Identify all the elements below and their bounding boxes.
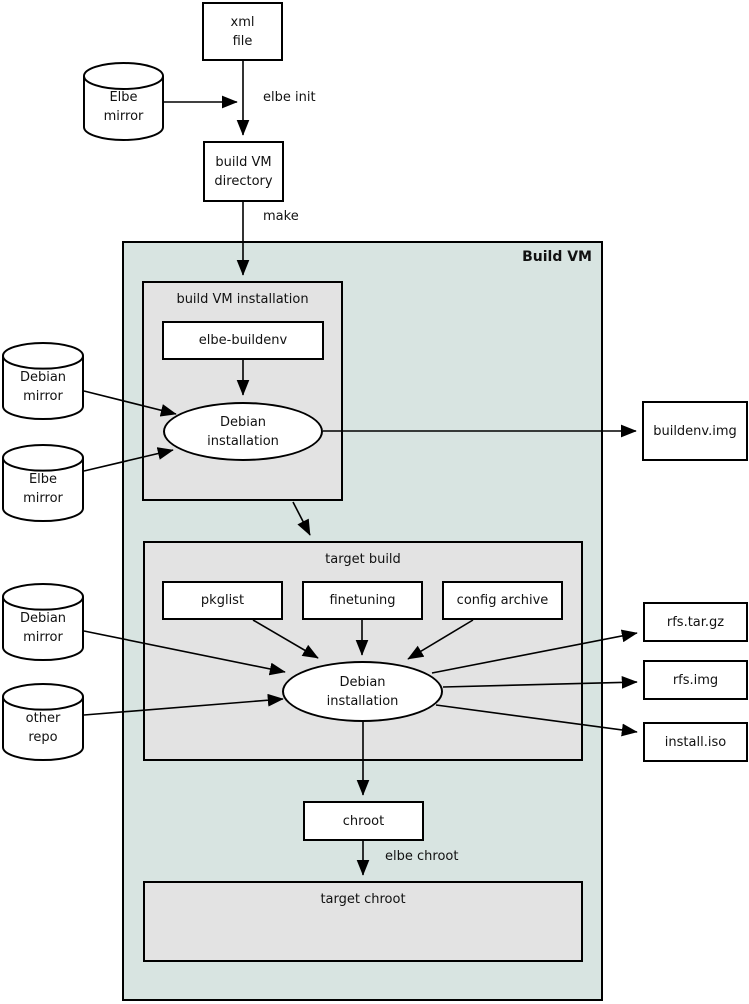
elbe-mirror-left-node: Elbe mirror bbox=[2, 443, 84, 524]
xml-file-node: xml file bbox=[202, 2, 283, 61]
build-vm-installation-title: build VM installation bbox=[176, 292, 309, 307]
debian-mirror-lower-node: Debian mirror bbox=[2, 582, 84, 663]
build-vm-directory-node: build VM directory bbox=[203, 141, 284, 202]
build-vm-installation-section: build VM installation bbox=[142, 281, 343, 501]
pkglist-node: pkglist bbox=[162, 581, 283, 620]
elbe-init-label: elbe init bbox=[263, 90, 316, 105]
rfs-img-node: rfs.img bbox=[643, 660, 748, 700]
config-archive-node: config archive bbox=[442, 581, 563, 620]
database-cylinder-icon bbox=[2, 582, 84, 662]
debian-mirror-upper-node: Debian mirror bbox=[2, 341, 84, 422]
elbe-mirror-top-node: Elbe mirror bbox=[83, 61, 164, 143]
other-repo-node: other repo bbox=[2, 682, 84, 763]
debian-installation-buildenv-node: Debian installation bbox=[163, 402, 323, 461]
make-label: make bbox=[263, 209, 299, 224]
elbe-buildenv-node: elbe-buildenv bbox=[162, 321, 324, 360]
database-cylinder-icon bbox=[2, 682, 84, 762]
database-cylinder-icon bbox=[2, 443, 84, 523]
rfs-tar-gz-node: rfs.tar.gz bbox=[643, 602, 748, 642]
buildenv-img-node: buildenv.img bbox=[642, 401, 748, 461]
debian-installation-target-node: Debian installation bbox=[282, 661, 443, 722]
install-iso-node: install.iso bbox=[643, 722, 748, 762]
target-chroot-section: target chroot bbox=[143, 881, 583, 962]
chroot-node: chroot bbox=[303, 801, 424, 841]
target-build-title: target build bbox=[325, 552, 401, 567]
target-build-section: target build bbox=[143, 541, 583, 761]
database-cylinder-icon bbox=[83, 62, 164, 141]
target-chroot-title: target chroot bbox=[320, 892, 406, 907]
build-vm-title: Build VM bbox=[522, 249, 592, 265]
finetuning-node: finetuning bbox=[302, 581, 423, 620]
elbe-chroot-label: elbe chroot bbox=[385, 849, 459, 864]
database-cylinder-icon bbox=[2, 341, 84, 421]
